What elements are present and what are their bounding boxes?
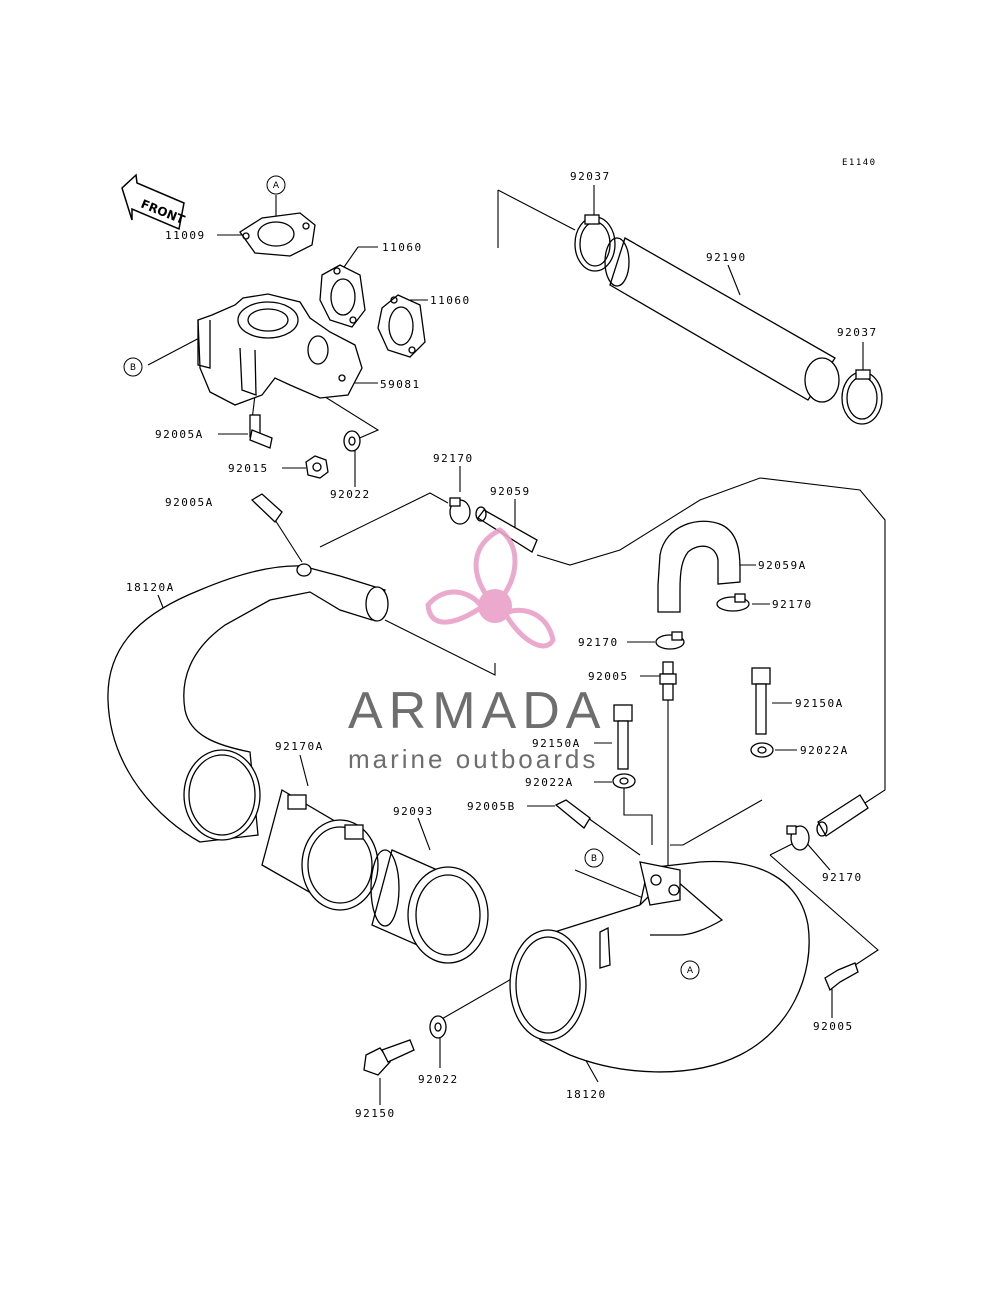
label-92022-2: 92022 [418, 1073, 459, 1086]
clamp-92170-2 [716, 593, 750, 612]
svg-text:B: B [130, 363, 136, 373]
callout-a-bottom: A [680, 960, 700, 980]
label-92170-4: 92170 [822, 871, 863, 884]
callout-b-bottom: B [584, 848, 604, 868]
clamp-92170-3 [655, 631, 685, 650]
label-92170-1: 92170 [433, 452, 474, 465]
clamp-92170-4 [786, 825, 810, 851]
washer-92022-1 [343, 430, 361, 452]
svg-text:A: A [273, 181, 280, 191]
label-18120: 18120 [566, 1088, 607, 1101]
label-92150: 92150 [355, 1107, 396, 1120]
clamp-92037-2 [841, 369, 883, 425]
label-92150a-1: 92150A [795, 697, 844, 710]
label-92190: 92190 [706, 251, 747, 264]
label-59081: 59081 [380, 378, 421, 391]
hose-92059a [657, 520, 741, 613]
label-92005-2: 92005 [813, 1020, 854, 1033]
callout-b-left: B [123, 357, 143, 377]
part-labels: 11009 11060 11060 59081 92005A 92015 920… [126, 170, 878, 1120]
clamp-92170a [261, 789, 379, 911]
clamp-92170-1 [449, 497, 471, 525]
fitting-92005-2 [824, 962, 859, 992]
label-92022a-1: 92022A [800, 744, 849, 757]
label-92037-2: 92037 [837, 326, 878, 339]
label-92170-3: 92170 [578, 636, 619, 649]
front-arrow-icon: FRONT [121, 173, 187, 231]
diagram-code: E1140 [842, 158, 877, 168]
label-18120a: 18120A [126, 581, 175, 594]
hose-92059 [475, 506, 538, 553]
label-92005a-1: 92005A [155, 428, 204, 441]
svg-text:B: B [591, 854, 597, 864]
label-11060-2: 11060 [430, 294, 471, 307]
hose-right-small [816, 794, 869, 837]
label-92037-1: 92037 [570, 170, 611, 183]
exhaust-manifold-59081 [197, 293, 363, 406]
callout-a-top: A [266, 175, 286, 195]
exhaust-pipe-18120a [107, 563, 389, 843]
label-92059a: 92059A [758, 559, 807, 572]
fitting-92005a-1 [249, 414, 273, 449]
armada-logo-icon [425, 527, 556, 649]
washer-92022a-2 [750, 742, 774, 758]
label-92005b: 92005B [467, 800, 516, 813]
label-11060-1: 11060 [382, 241, 423, 254]
gasket-11009 [239, 212, 316, 257]
label-92005-1: 92005 [588, 670, 629, 683]
gasket-11060-2 [377, 294, 426, 358]
fitting-92005-1 [659, 661, 677, 701]
bolt-92150a-1 [751, 667, 771, 735]
sleeve-92093 [370, 849, 489, 964]
label-92059: 92059 [490, 485, 531, 498]
exhaust-pipe-18120 [509, 860, 810, 1073]
label-92005a-2: 92005A [165, 496, 214, 509]
gasket-11060-1 [319, 264, 366, 328]
label-11009: 11009 [165, 229, 206, 242]
pipe-92190 [604, 237, 840, 403]
label-92093: 92093 [393, 805, 434, 818]
fitting-92005b [554, 799, 591, 829]
washer-92022-2 [429, 1015, 447, 1039]
label-92170a: 92170A [275, 740, 324, 753]
label-92022-1: 92022 [330, 488, 371, 501]
brand-tagline: marine outboards [348, 744, 598, 774]
fitting-92005a-2 [250, 493, 283, 523]
label-92150a-2: 92150A [532, 737, 581, 750]
washer-92022a-1 [612, 773, 636, 789]
nut-92015 [305, 455, 329, 479]
bolt-92150 [363, 1039, 415, 1076]
svg-text:A: A [687, 966, 694, 976]
brand-name: ARMADA [348, 682, 606, 740]
label-92170-2: 92170 [772, 598, 813, 611]
label-92015: 92015 [228, 462, 269, 475]
label-92022a-2: 92022A [525, 776, 574, 789]
bolt-92150a-2 [613, 704, 633, 770]
